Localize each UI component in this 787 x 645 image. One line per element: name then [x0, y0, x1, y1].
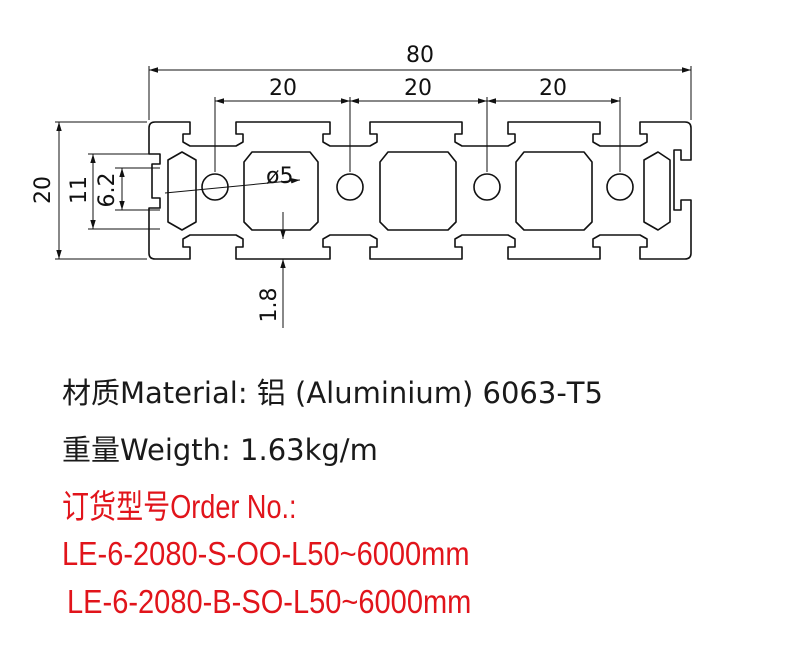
dim-pitch-2: 20 — [404, 76, 432, 101]
center-hole-4 — [606, 173, 634, 201]
dimension-lines — [56, 67, 691, 328]
extension-lines — [55, 66, 692, 260]
profile-drawing: 80 20 20 20 20 11 6.2 ø5 1.8 — [31, 43, 692, 328]
profile-cross-section — [148, 121, 692, 260]
center-hole-2 — [336, 173, 364, 201]
material-spec: 材质Material: 铝 (Aluminium) 6063-T5 — [62, 376, 603, 410]
end-slot-left — [167, 151, 197, 231]
end-slot-right — [643, 151, 671, 231]
cavity-2 — [379, 151, 457, 231]
dim-height: 20 — [31, 176, 56, 204]
weight-spec: 重量Weigth: 1.63kg/m — [62, 433, 378, 467]
order-number-heading: 订货型号Order No.: — [62, 488, 297, 525]
dim-wall-thickness: 1.8 — [257, 288, 282, 323]
dim-slot-height: 11 — [67, 176, 92, 204]
cavity-1 — [243, 151, 319, 231]
profile-outline — [148, 121, 692, 260]
dim-overall-width: 80 — [406, 43, 434, 68]
dim-pitch-1: 20 — [269, 76, 297, 101]
cavity-3 — [515, 151, 593, 231]
dim-pitch-3: 20 — [539, 76, 567, 101]
dim-hole-diameter: ø5 — [266, 164, 293, 189]
order-number-line-2: LE-6-2080-B-SO-L50~6000mm — [67, 583, 472, 620]
dim-slot-opening: 6.2 — [95, 173, 120, 208]
center-hole-3 — [473, 173, 501, 201]
order-number-line-1: LE-6-2080-S-OO-L50~6000mm — [62, 535, 470, 572]
dim-line-hole — [164, 178, 301, 194]
